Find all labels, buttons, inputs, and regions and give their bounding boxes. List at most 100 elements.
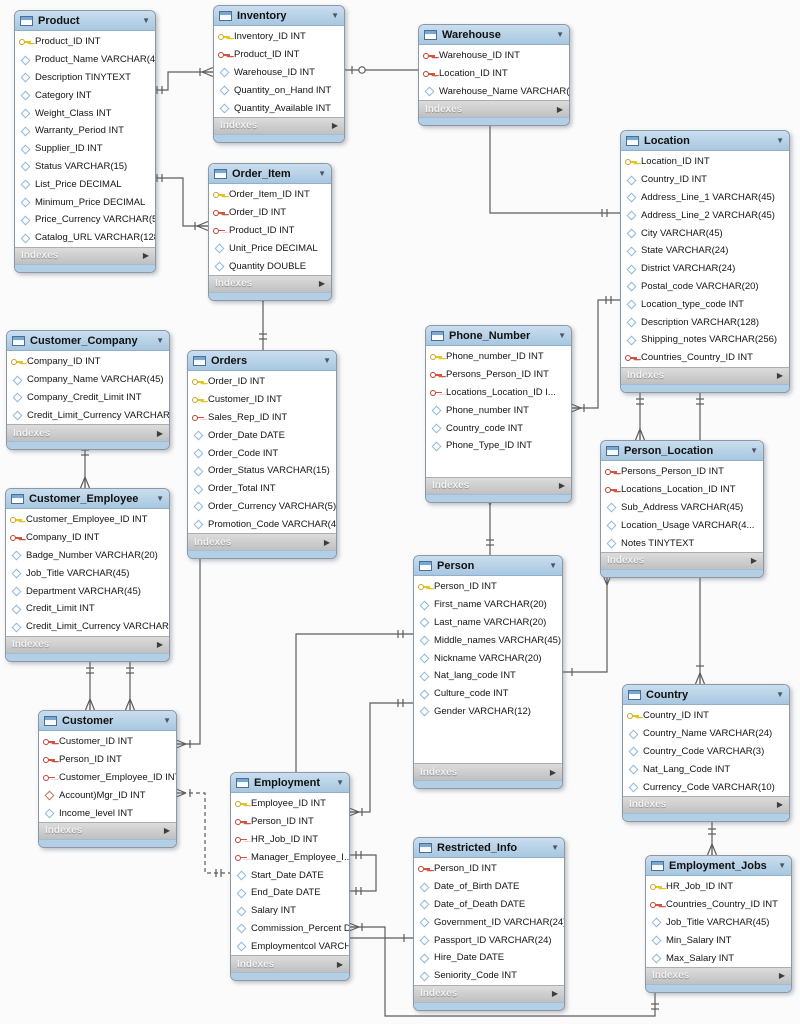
indexes-bar[interactable]: Indexes ▶ xyxy=(188,533,336,551)
field-row[interactable]: First_name VARCHAR(20) xyxy=(414,596,562,614)
field-row[interactable]: Status VARCHAR(15) xyxy=(15,158,155,176)
field-row[interactable]: Hire_Date DATE xyxy=(414,949,564,967)
field-row[interactable]: Customer_ID INT xyxy=(39,733,176,751)
field-row[interactable]: Location_ID INT xyxy=(621,153,789,171)
field-row[interactable]: Employee_ID INT xyxy=(231,795,349,813)
table-header[interactable]: Person_Location ▼ xyxy=(601,441,763,461)
field-row[interactable]: Date_of_Death DATE xyxy=(414,896,564,914)
field-row[interactable]: Company_ID INT xyxy=(6,529,169,547)
field-row[interactable]: Manager_Employee_I... xyxy=(231,848,349,866)
collapse-arrow-icon[interactable]: ▼ xyxy=(163,716,171,725)
collapse-arrow-icon[interactable]: ▼ xyxy=(551,843,559,852)
indexes-bar[interactable]: Indexes ▶ xyxy=(601,551,763,569)
field-row[interactable]: Description VARCHAR(128) xyxy=(621,313,789,331)
indexes-bar[interactable]: Indexes ▶ xyxy=(414,984,564,1002)
field-row[interactable]: HR_Job_ID INT xyxy=(231,831,349,849)
indexes-bar[interactable]: Indexes ▶ xyxy=(39,821,176,839)
field-row[interactable]: Countries_Country_ID INT xyxy=(646,896,791,914)
field-row[interactable]: Order_Status VARCHAR(15) xyxy=(188,462,336,480)
field-row[interactable]: City VARCHAR(45) xyxy=(621,224,789,242)
field-row[interactable]: Order_Date DATE xyxy=(188,426,336,444)
collapse-arrow-icon[interactable]: ▼ xyxy=(331,11,339,20)
field-row[interactable]: Country_ID INT xyxy=(621,171,789,189)
field-row[interactable]: Country_code INT xyxy=(426,419,571,437)
indexes-bar[interactable]: Indexes ▶ xyxy=(623,795,789,813)
table-header[interactable]: Product ▼ xyxy=(15,11,155,31)
relationship-Employment-Employment_Jobs[interactable] xyxy=(348,926,656,1017)
field-row[interactable]: Persons_Person_ID INT xyxy=(426,366,571,384)
field-row[interactable]: Job_Title VARCHAR(45) xyxy=(646,914,791,932)
collapse-arrow-icon[interactable]: ▼ xyxy=(142,16,150,25)
field-row[interactable]: Seniority_Code INT xyxy=(414,967,564,985)
field-row[interactable]: Order_Total INT xyxy=(188,480,336,498)
relationship-Employment-Person[interactable] xyxy=(348,702,413,813)
field-row[interactable]: Address_Line_1 VARCHAR(45) xyxy=(621,189,789,207)
field-row[interactable]: Phone_Type_ID INT xyxy=(426,437,571,455)
collapse-arrow-icon[interactable]: ▼ xyxy=(558,331,566,340)
collapse-arrow-icon[interactable]: ▼ xyxy=(318,169,326,178)
field-row[interactable]: Phone_number_ID INT xyxy=(426,348,571,366)
field-row[interactable]: Promotion_Code VARCHAR(45) xyxy=(188,515,336,533)
collapse-arrow-icon[interactable]: ▼ xyxy=(156,494,164,503)
field-row[interactable]: Order_Currency VARCHAR(5) xyxy=(188,498,336,516)
field-row[interactable]: District VARCHAR(24) xyxy=(621,260,789,278)
table-header[interactable]: Employment_Jobs ▼ xyxy=(646,856,791,876)
table-header[interactable]: Customer_Company ▼ xyxy=(7,331,169,351)
indexes-bar[interactable]: Indexes ▶ xyxy=(6,635,169,653)
field-row[interactable]: Person_ID INT xyxy=(231,813,349,831)
relationship-Warehouse-Location[interactable] xyxy=(489,116,620,214)
table-header[interactable]: Warehouse ▼ xyxy=(419,25,569,45)
field-row[interactable]: Income_level INT xyxy=(39,804,176,822)
field-row[interactable]: Shipping_notes VARCHAR(256) xyxy=(621,331,789,349)
field-row[interactable]: State VARCHAR(24) xyxy=(621,242,789,260)
field-row[interactable]: End_Date DATE xyxy=(231,884,349,902)
field-row[interactable]: Company_Credit_Limit INT xyxy=(7,389,169,407)
field-row[interactable]: Weight_Class INT xyxy=(15,104,155,122)
field-row[interactable]: Nat_lang_code INT xyxy=(414,667,562,685)
field-row[interactable]: List_Price DECIMAL xyxy=(15,175,155,193)
field-row[interactable]: Product_ID INT xyxy=(15,33,155,51)
field-row[interactable]: Order_ID INT xyxy=(188,373,336,391)
field-row[interactable]: Company_ID INT xyxy=(7,353,169,371)
indexes-bar[interactable]: Indexes ▶ xyxy=(7,424,169,442)
field-row[interactable]: Quantity_Available INT xyxy=(214,99,344,117)
field-row[interactable]: Unit_Price DECIMAL xyxy=(209,239,331,257)
field-row[interactable]: Passport_ID VARCHAR(24) xyxy=(414,931,564,949)
field-row[interactable]: Last_name VARCHAR(20) xyxy=(414,614,562,632)
field-row[interactable]: Product_Name VARCHAR(45) xyxy=(15,51,155,69)
relationship-Employment-Employment[interactable] xyxy=(348,854,377,892)
indexes-bar[interactable]: Indexes ▶ xyxy=(231,955,349,973)
indexes-bar[interactable]: Indexes ▶ xyxy=(414,763,562,781)
field-row[interactable]: Description TINYTEXT xyxy=(15,69,155,87)
field-row[interactable]: Min_Salary INT xyxy=(646,931,791,949)
field-row[interactable]: Persons_Person_ID INT xyxy=(601,463,763,481)
field-row[interactable]: Postal_code VARCHAR(20) xyxy=(621,278,789,296)
indexes-bar[interactable]: Indexes ▶ xyxy=(214,116,344,134)
field-row[interactable]: Customer_ID INT xyxy=(188,391,336,409)
field-row[interactable]: Quantity DOUBLE xyxy=(209,257,331,275)
field-row[interactable]: Max_Salary INT xyxy=(646,949,791,967)
field-row[interactable]: Person_ID INT xyxy=(414,860,564,878)
field-row[interactable]: Account)Mgr_ID INT xyxy=(39,786,176,804)
field-row[interactable]: Supplier_ID INT xyxy=(15,140,155,158)
table-header[interactable]: Country ▼ xyxy=(623,685,789,705)
field-row[interactable]: Quantity_on_Hand INT xyxy=(214,81,344,99)
field-row[interactable]: Customer_Employee_ID INT xyxy=(6,511,169,529)
relationship-Product-Inventory[interactable] xyxy=(153,71,213,91)
table-header[interactable]: Location ▼ xyxy=(621,131,789,151)
field-row[interactable]: Government_ID VARCHAR(24) xyxy=(414,913,564,931)
field-row[interactable]: Sales_Rep_ID INT xyxy=(188,409,336,427)
field-row[interactable]: Company_Name VARCHAR(45) xyxy=(7,371,169,389)
field-row[interactable]: Price_Currency VARCHAR(5) xyxy=(15,211,155,229)
field-row[interactable]: Commission_Percent D... xyxy=(231,920,349,938)
relationship-Customer-Employment[interactable] xyxy=(175,792,230,874)
field-row[interactable]: Person_ID INT xyxy=(414,578,562,596)
indexes-bar[interactable]: Indexes ▶ xyxy=(646,966,791,984)
collapse-arrow-icon[interactable]: ▼ xyxy=(556,30,564,39)
